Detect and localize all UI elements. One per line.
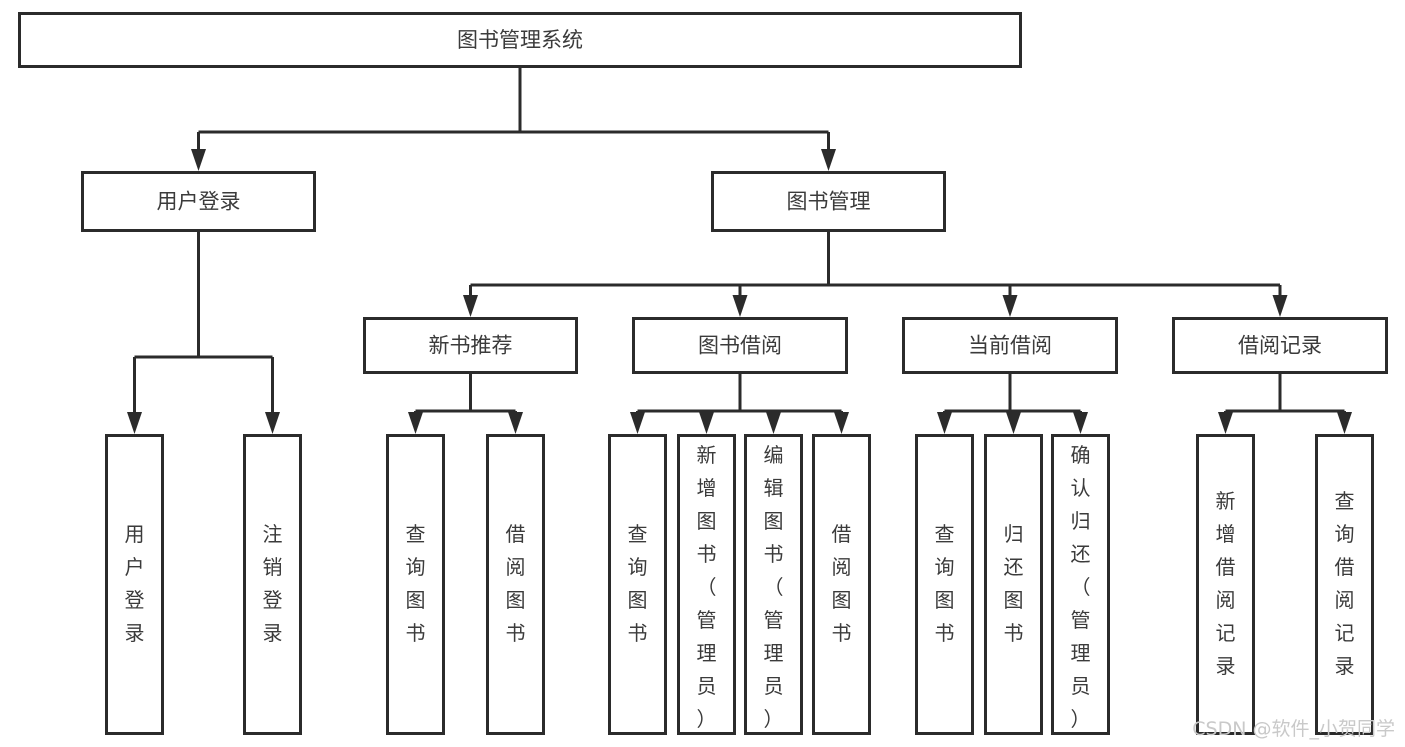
node-label-leaf-user-logout: 注销登录 — [263, 522, 283, 645]
connector-group-root — [191, 68, 836, 171]
arrowhead-icon — [1073, 412, 1088, 434]
node-box-current-borrow — [902, 317, 1118, 374]
node-label-root: 图书管理系统 — [457, 28, 583, 52]
node-label-new-book-recommend: 新书推荐 — [429, 334, 513, 358]
arrowhead-icon — [699, 412, 714, 434]
node-leaf-add-borrow-record[interactable]: 新增借阅记录 — [1196, 434, 1255, 735]
node-box-borrow-record — [1172, 317, 1388, 374]
node-box-new-book-recommend — [363, 317, 578, 374]
connector-layer — [127, 68, 1352, 434]
node-box-leaf-add-book-admin — [677, 434, 736, 735]
arrowhead-icon — [937, 412, 952, 434]
node-box-book-management — [711, 171, 946, 232]
node-label-leaf-return-book: 归还图书 — [1004, 522, 1024, 645]
node-book-management[interactable]: 图书管理 — [711, 171, 946, 232]
node-leaf-return-book[interactable]: 归还图书 — [984, 434, 1043, 735]
connector-group-user-login — [127, 232, 280, 434]
node-label-leaf-add-book-admin: 新增图书（管理员） — [697, 443, 717, 731]
node-borrow-record[interactable]: 借阅记录 — [1172, 317, 1388, 374]
node-label-leaf-add-borrow-record: 新增借阅记录 — [1216, 489, 1236, 678]
arrowhead-icon — [408, 412, 423, 434]
arrowhead-icon — [732, 295, 748, 317]
node-box-leaf-confirm-return-admin — [1051, 434, 1110, 735]
node-book-borrow[interactable]: 图书借阅 — [632, 317, 848, 374]
node-box-book-borrow — [632, 317, 848, 374]
arrowhead-icon — [191, 149, 206, 171]
connector-group-book-management — [463, 232, 1288, 317]
node-box-user-login — [81, 171, 316, 232]
node-label-leaf-query-book-current: 查询图书 — [935, 522, 955, 645]
node-label-borrow-record: 借阅记录 — [1238, 334, 1322, 358]
node-leaf-add-book-admin[interactable]: 新增图书（管理员） — [677, 434, 736, 735]
node-label-leaf-user-login: 用户登录 — [125, 522, 145, 645]
node-label-leaf-edit-book-admin: 编辑图书（管理员） — [764, 443, 784, 731]
node-label-leaf-confirm-return-admin: 确认归还（管理员） — [1071, 443, 1091, 731]
arrowhead-icon — [127, 412, 142, 434]
arrowhead-icon — [1006, 412, 1021, 434]
node-box-leaf-add-borrow-record — [1196, 434, 1255, 735]
node-box-leaf-return-book — [984, 434, 1043, 735]
node-label-book-management: 图书管理 — [787, 190, 871, 214]
node-box-leaf-query-book-recommend — [386, 434, 445, 735]
node-leaf-query-book-recommend[interactable]: 查询图书 — [386, 434, 445, 735]
connector-group-new-book-recommend — [408, 374, 523, 434]
node-label-current-borrow: 当前借阅 — [968, 334, 1052, 358]
arrowhead-icon — [463, 295, 478, 317]
node-label-leaf-query-borrow-record: 查询借阅记录 — [1335, 489, 1355, 678]
node-leaf-user-login[interactable]: 用户登录 — [105, 434, 164, 735]
arrowhead-icon — [508, 412, 523, 434]
node-leaf-query-book-current[interactable]: 查询图书 — [915, 434, 974, 735]
node-label-user-login: 用户登录 — [157, 190, 241, 214]
node-new-book-recommend[interactable]: 新书推荐 — [363, 317, 578, 374]
arrowhead-icon — [1272, 295, 1288, 317]
arrowhead-icon — [1337, 412, 1352, 434]
csdn-watermark: CSDN @软件_小贺同学 — [1192, 718, 1395, 740]
arrowhead-icon — [265, 412, 280, 434]
node-box-leaf-query-book-current — [915, 434, 974, 735]
node-box-leaf-query-borrow-record — [1315, 434, 1374, 735]
node-root[interactable]: 图书管理系统 — [18, 12, 1022, 68]
node-current-borrow[interactable]: 当前借阅 — [902, 317, 1118, 374]
node-label-leaf-query-book-borrow: 查询图书 — [628, 522, 648, 645]
node-layer: 图书管理系统用户登录图书管理新书推荐图书借阅当前借阅借阅记录用户登录注销登录查询… — [18, 12, 1388, 735]
node-box-leaf-edit-book-admin — [744, 434, 803, 735]
node-box-root — [18, 12, 1022, 68]
connector-group-borrow-record — [1218, 374, 1352, 434]
node-label-book-borrow: 图书借阅 — [698, 334, 782, 358]
node-label-leaf-query-book-recommend: 查询图书 — [406, 522, 426, 645]
node-box-leaf-borrow-book — [812, 434, 871, 735]
node-box-leaf-user-logout — [243, 434, 302, 735]
node-leaf-query-borrow-record[interactable]: 查询借阅记录 — [1315, 434, 1374, 735]
node-leaf-confirm-return-admin[interactable]: 确认归还（管理员） — [1051, 434, 1110, 735]
node-leaf-query-book-borrow[interactable]: 查询图书 — [608, 434, 667, 735]
arrowhead-icon — [821, 149, 836, 171]
connector-group-book-borrow — [630, 374, 849, 434]
node-leaf-borrow-book-recommend[interactable]: 借阅图书 — [486, 434, 545, 735]
node-box-leaf-borrow-book-recommend — [486, 434, 545, 735]
arrowhead-icon — [766, 412, 781, 434]
node-box-leaf-user-login — [105, 434, 164, 735]
connector-group-current-borrow — [937, 374, 1088, 434]
node-user-login[interactable]: 用户登录 — [81, 171, 316, 232]
node-leaf-user-logout[interactable]: 注销登录 — [243, 434, 302, 735]
node-label-leaf-borrow-book-recommend: 借阅图书 — [506, 522, 526, 645]
node-label-leaf-borrow-book: 借阅图书 — [832, 522, 852, 645]
arrowhead-icon — [630, 412, 645, 434]
arrowhead-icon — [834, 412, 849, 434]
arrowhead-icon — [1002, 295, 1018, 317]
arrowhead-icon — [1218, 412, 1233, 434]
node-leaf-edit-book-admin[interactable]: 编辑图书（管理员） — [744, 434, 803, 735]
node-leaf-borrow-book[interactable]: 借阅图书 — [812, 434, 871, 735]
node-box-leaf-query-book-borrow — [608, 434, 667, 735]
